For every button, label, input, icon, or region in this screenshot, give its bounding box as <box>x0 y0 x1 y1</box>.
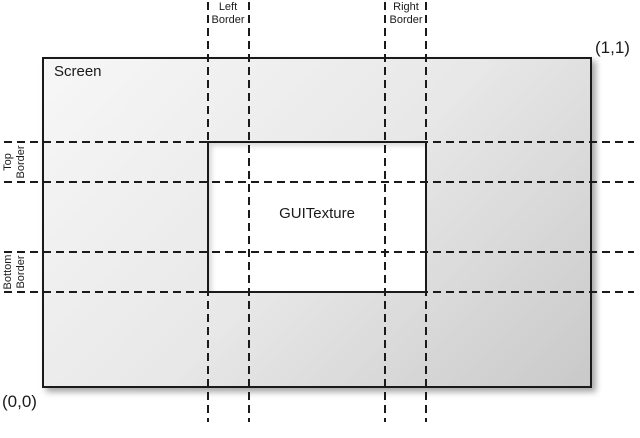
guitexture-rect: GUITexture <box>207 141 427 293</box>
right-border-guide-line-inner <box>384 2 386 422</box>
screen-label: Screen <box>54 63 102 80</box>
left-border-guide-line-outer <box>207 2 209 422</box>
left-border-label: Left Border <box>211 1 245 26</box>
top-border-guide-line-upper <box>4 141 634 143</box>
right-border-guide-line-outer <box>425 2 427 422</box>
coordinate-label-top-right: (1,1) <box>595 38 630 57</box>
bottom-border-label: Bottom Border <box>2 254 27 290</box>
coordinate-label-bottom-left: (0,0) <box>2 392 37 411</box>
right-border-label: Right Border <box>389 1 423 26</box>
bottom-border-guide-line-lower <box>4 291 634 293</box>
guitexture-label: GUITexture <box>279 204 355 222</box>
bottom-border-guide-line-upper <box>4 251 634 253</box>
top-border-label: Top Border <box>2 145 27 179</box>
top-border-guide-line-lower <box>4 181 634 183</box>
left-border-guide-line-inner <box>248 2 250 422</box>
